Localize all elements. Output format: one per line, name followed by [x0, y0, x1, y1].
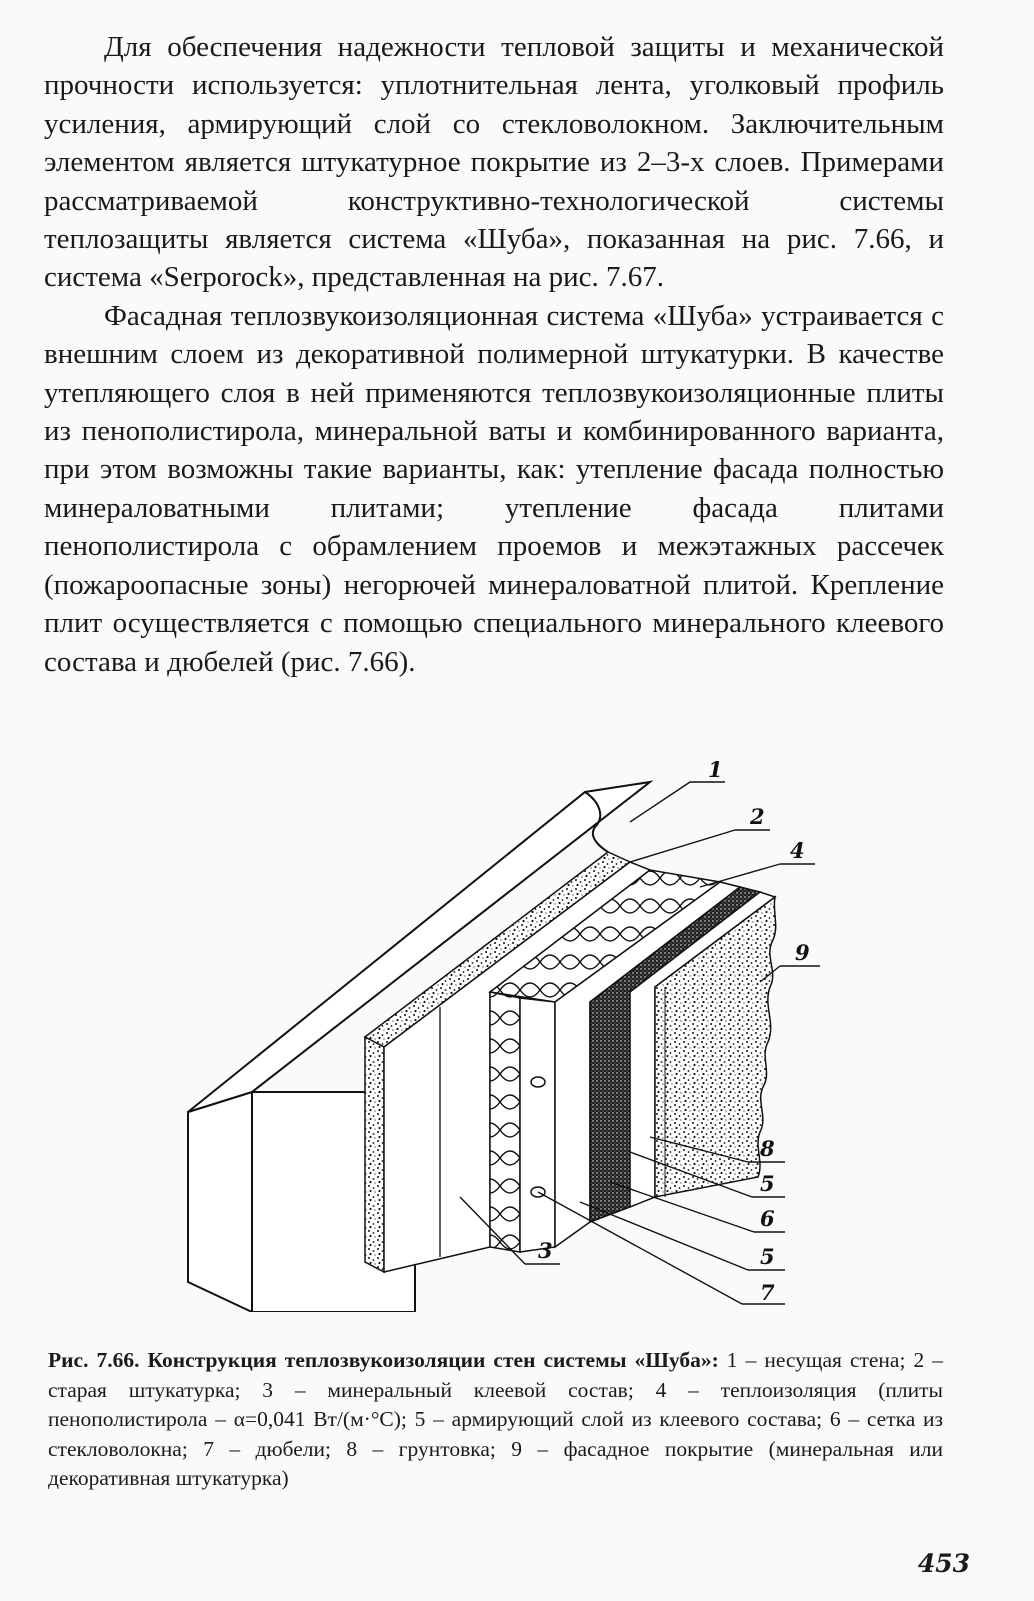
callout-5a: 5: [760, 1171, 775, 1196]
callout-9: 9: [795, 940, 810, 965]
page-number: 453: [917, 1549, 970, 1578]
callout-6: 6: [760, 1206, 775, 1231]
paragraph-1: Для обеспечения надежности тепловой защи…: [44, 31, 944, 294]
callout-3: 3: [538, 1238, 553, 1263]
callout-4: 4: [790, 838, 805, 863]
figure-wall-insulation-diagram: 1 2 4 9 8 5 6 5 3 7: [160, 752, 820, 1312]
old-plaster-front: [364, 1035, 385, 1274]
paragraph-2: Фасадная теплозвукоизоляционная система …: [44, 299, 944, 678]
caption-lead: Рис. 7.66. Конструкция теплозвукоизоляци…: [48, 1348, 719, 1372]
figure-caption: Рис. 7.66. Конструкция теплозвукоизоляци…: [48, 1346, 943, 1494]
callout-8: 8: [759, 1136, 775, 1161]
callout-2: 2: [749, 804, 765, 829]
callout-7: 7: [760, 1280, 775, 1305]
caption-text: 1 – несущая стена; 2 – старая штукатурка…: [48, 1348, 943, 1490]
body-text: Для обеспечения надежности тепловой защи…: [44, 28, 944, 681]
callout-5b: 5: [760, 1244, 775, 1269]
insulation-side: [519, 997, 556, 1253]
wall-construction-drawing: 1 2 4 9 8 5 6 5 3 7: [187, 757, 820, 1312]
leader-lines: [459, 781, 820, 1305]
insulation-front: [489, 991, 521, 1253]
callout-1: 1: [708, 757, 723, 782]
facade-finish: [654, 895, 777, 1198]
